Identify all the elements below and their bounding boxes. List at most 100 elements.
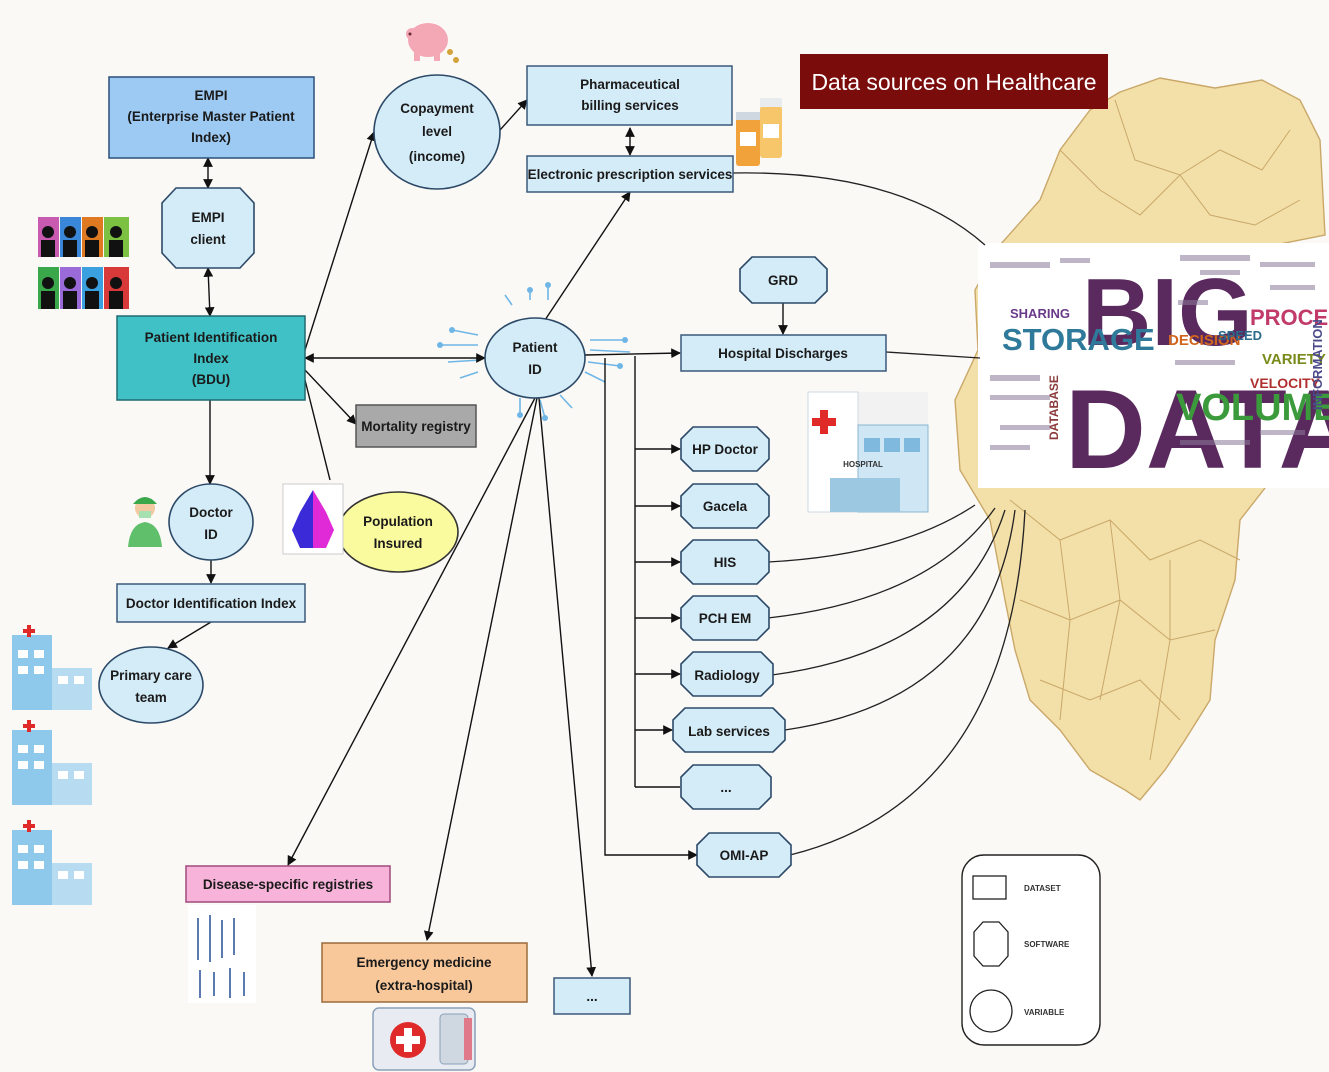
empi-client-label-2: client [190,232,226,247]
legend-variable-swatch [969,989,1013,1033]
population-pyramid-icon [282,483,344,555]
hospital-discharges-label: Hospital Discharges [718,346,848,361]
disease-registries-dataset[interactable]: Disease-specific registries [185,865,391,903]
his-label: HIS [714,555,737,570]
primary-care-team-variable[interactable]: Primary care team [98,646,204,724]
cloud-word-decision: DECISION [1168,332,1241,349]
bigdata-connections [732,172,1026,856]
grd-label: GRD [768,273,798,288]
omi-ap-software[interactable]: OMI-AP [696,832,792,878]
legend-dataset-swatch [972,875,1007,900]
emergency-label-1: Emergency medicine [356,955,492,970]
people-silhouettes-icon [38,217,129,309]
hospital-building-icon [12,720,92,805]
population-label-1: Population [363,514,433,529]
registry-chart-icon [188,905,256,1003]
cloud-word-variety: VARIETY [1262,351,1326,368]
empi-label-1: EMPI [194,88,227,103]
legend-dataset-label: DATASET [1024,884,1061,893]
eprescription-label: Electronic prescription services [528,167,733,182]
patient-id-label-2: ID [528,362,542,377]
lab-services-software[interactable]: Lab services [672,707,786,753]
doctor-icon [128,497,162,547]
cloud-word-sharing: SHARING [1010,306,1070,321]
diagram-edges [167,99,788,977]
population-insured-variable[interactable]: Population Insured [337,491,459,573]
disease-label: Disease-specific registries [203,877,373,892]
his-software[interactable]: HIS [680,539,770,585]
copayment-label-3: (income) [409,149,465,164]
legend: DATASET SOFTWARE VARIABLE [961,854,1101,1046]
primary-care-label-2: team [135,690,167,705]
pch-em-label: PCH EM [699,611,752,626]
hp-doctor-software[interactable]: HP Doctor [680,426,770,472]
empi-label-3: Index) [191,130,231,145]
doctor-index-label: Doctor Identification Index [126,596,297,611]
legend-software-label: SOFTWARE [1024,940,1070,949]
patient-id-label-1: Patient [512,340,558,355]
empi-label-2: (Enterprise Master Patient [127,109,295,124]
legend-variable-label: VARIABLE [1024,1008,1065,1017]
circuit-board-icon [437,282,631,421]
more-datasets-label: ... [586,989,597,1004]
population-label-2: Insured [374,536,423,551]
cloud-word-volume: VOLUME [1176,387,1329,429]
radiology-label: Radiology [694,668,760,683]
bdu-label-3: (BDU) [192,372,230,387]
gacela-label: Gacela [703,499,748,514]
pharmaceutical-billing-dataset[interactable]: Pharmaceutical billing services [526,65,733,126]
title-banner: Data sources on Healthcare [800,54,1108,109]
radiology-software[interactable]: Radiology [680,651,774,697]
cloud-word-processing: PROCESSING [1250,305,1329,330]
hospital-sign-label: HOSPITAL [843,460,883,469]
ambulance-icon [372,1007,476,1071]
more-datasets[interactable]: ... [553,977,631,1015]
cloud-word-data: DATA [1065,367,1329,492]
legend-software-swatch [973,921,1009,967]
pharma-label-1: Pharmaceutical [580,77,680,92]
emergency-medicine-dataset[interactable]: Emergency medicine (extra-hospital) [321,942,528,1003]
pharma-label-2: billing services [581,98,679,113]
bdu-label-2: Index [193,351,229,366]
patient-identification-index[interactable]: Patient Identification Index (BDU) [116,315,306,401]
cloud-word-big: BIG [1082,259,1253,366]
bdu-label-1: Patient Identification [145,330,278,345]
hospital-building-icon [12,820,92,905]
empi-client-label-1: EMPI [191,210,224,225]
more-software[interactable]: ... [680,764,772,810]
more-software-label: ... [720,780,731,795]
emergency-label-2: (extra-hospital) [375,978,473,993]
patient-id-variable[interactable]: Patient ID [484,317,586,399]
hp-doctor-label: HP Doctor [692,442,759,457]
doctor-identification-index[interactable]: Doctor Identification Index [116,583,306,623]
gacela-software[interactable]: Gacela [680,483,770,529]
pill-bottles-icon [736,98,782,166]
pch-em-software[interactable]: PCH EM [680,595,770,641]
doctor-id-label-2: ID [204,527,218,542]
cloud-word-speed: SPEED [1218,328,1262,343]
empi-dataset[interactable]: EMPI (Enterprise Master Patient Index) [108,76,315,159]
doctor-id-variable[interactable]: Doctor ID [168,483,254,561]
big-data-word-cloud: BIG DATA STORAGE VOLUME PROCESSING DECIS… [978,243,1329,492]
empi-client-software[interactable]: EMPI client [161,187,255,269]
cloud-word-information: INFORMATION [1310,319,1325,410]
cloud-word-storage: STORAGE [1002,322,1155,357]
omi-ap-label: OMI-AP [720,848,769,863]
copayment-label-2: level [422,124,452,139]
hospital-discharges-dataset[interactable]: Hospital Discharges [680,334,887,372]
electronic-prescription-dataset[interactable]: Electronic prescription services [526,155,734,193]
copayment-label-1: Copayment [400,101,474,116]
copayment-variable[interactable]: Copayment level (income) [373,74,501,190]
page-title: Data sources on Healthcare [811,69,1096,95]
primary-care-label-1: Primary care [110,668,192,683]
grd-software[interactable]: GRD [739,256,828,304]
cloud-word-database: DATABASE [1047,375,1061,440]
lab-services-label: Lab services [688,724,770,739]
mortality-label: Mortality registry [361,419,471,434]
doctor-id-label-1: Doctor [189,505,233,520]
hospital-building-icon: HOSPITAL [807,391,929,513]
piggy-bank-icon [406,23,459,63]
mortality-registry-dataset[interactable]: Mortality registry [355,404,477,448]
cloud-word-velocity: VELOCITY [1250,375,1321,391]
